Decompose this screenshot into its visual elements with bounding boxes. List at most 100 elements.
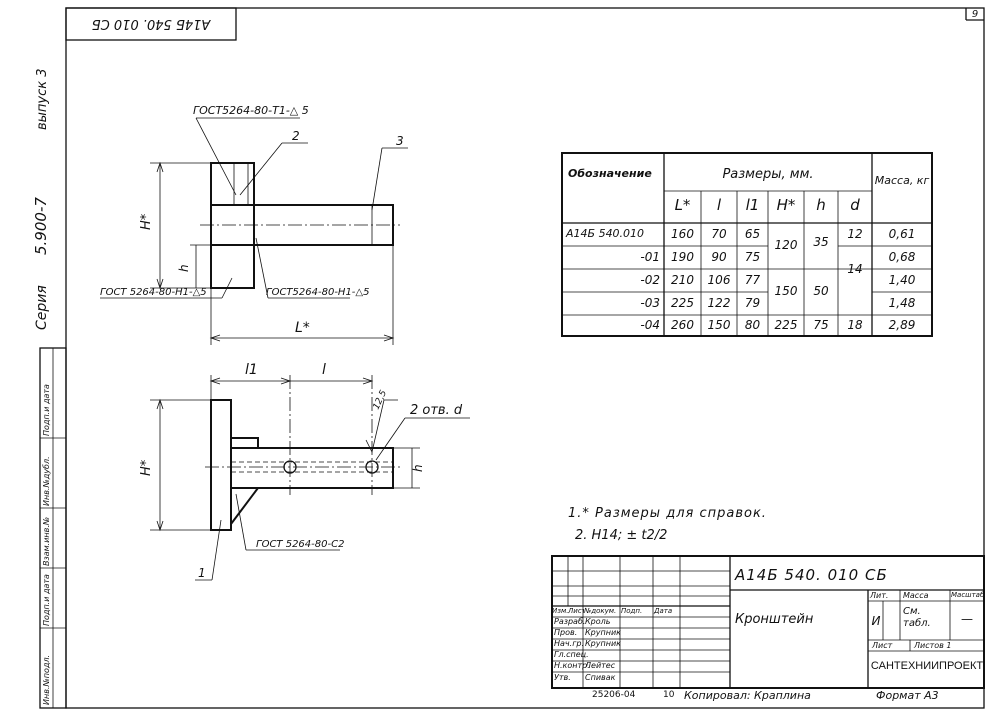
merged-h-c: 75 — [813, 318, 829, 332]
top-stamp-box — [65, 7, 237, 41]
dim-l1: l1 — [245, 362, 258, 378]
tb-role-1: Пров. — [554, 628, 578, 637]
side-field-4: Инв.№дубл. — [42, 456, 51, 506]
tb-role-0: Разраб. — [554, 617, 586, 626]
merged-H-a: 120 — [774, 238, 798, 252]
tb-name-5: Спивак — [585, 673, 616, 682]
th-h: h — [816, 196, 826, 214]
dim-H-top: Н* — [139, 213, 154, 230]
page-number: 9 — [972, 9, 978, 20]
merged-d-a: 12 — [847, 227, 863, 241]
merged-d-c: 18 — [847, 318, 863, 332]
tb-name: Кронштейн — [735, 612, 814, 627]
row-0-mass: 0,61 — [888, 227, 916, 241]
callout-2: 2 — [292, 129, 300, 143]
row-0-L: 160 — [671, 227, 694, 241]
merged-d-b: 14 — [847, 262, 863, 276]
side-field-5: Подп.и дата — [42, 384, 51, 436]
tb-org: САНТЕХНИИПРОЕКТ — [870, 660, 984, 672]
dim-h-top: h — [177, 264, 191, 272]
note-2: 2. Н14; ± t2/2 — [575, 528, 668, 543]
row-1-code: -01 — [640, 250, 660, 264]
dim-h-bottom: h — [411, 464, 425, 472]
row-4-code: -04 — [640, 318, 660, 332]
tb-mass-val: См. табл. — [903, 606, 931, 629]
tb-name-1: Крупник — [585, 628, 621, 637]
merged-h-a: 35 — [813, 235, 829, 249]
tb-code: А14Б 540. 010 СБ — [735, 566, 888, 584]
callout-1: 1 — [198, 566, 206, 580]
dim-l: l — [322, 362, 326, 378]
hole-1 — [283, 460, 297, 474]
title-block — [551, 555, 985, 689]
tb-lit: Лит. — [870, 591, 889, 600]
footer-format: Формат А3 — [876, 689, 939, 702]
tb-name-0: Кроль — [585, 617, 611, 626]
row-1-l: 90 — [711, 250, 727, 264]
callout-3: 3 — [396, 134, 404, 148]
series-label: Серия — [34, 285, 50, 330]
tb-col-2: Лист — [568, 607, 584, 615]
row-3-l1: 79 — [744, 296, 761, 310]
tb-col-5: Дата — [654, 607, 673, 615]
th-mass: Масса, кг — [875, 174, 930, 187]
footer-sub: 10 — [663, 690, 675, 700]
tb-scale: Масштаб — [951, 591, 983, 599]
merged-h-b: 50 — [813, 284, 829, 298]
merged-H-c: 225 — [774, 318, 798, 332]
tb-sheets: Листов 1 — [914, 641, 952, 650]
th-l: l — [716, 196, 722, 214]
tb-scale-val: — — [961, 612, 973, 626]
top-stamp-text: А14Б 540. 010 СБ — [92, 16, 212, 31]
row-3-code: -03 — [640, 296, 660, 310]
row-1-mass: 0,68 — [888, 250, 916, 264]
row-1-l1: 75 — [744, 250, 761, 264]
row-3-mass: 1,48 — [888, 296, 916, 310]
holes-label: 2 отв. d — [410, 403, 463, 418]
row-4-l: 150 — [707, 318, 731, 332]
dimensions-table: Обозначение Размеры, мм. Масса, кг — [561, 152, 933, 337]
row-2-mass: 1,40 — [888, 273, 916, 287]
row-1-L: 190 — [671, 250, 694, 264]
row-3-L: 225 — [671, 296, 694, 310]
hole-2 — [365, 460, 379, 474]
dim-L: L* — [295, 320, 310, 336]
th-l1: l1 — [745, 196, 760, 214]
side-field-2: Подп.и дата — [42, 574, 51, 626]
tb-role-2: Нач.гр. — [554, 639, 585, 648]
footer-copied: Копировал: Краплина — [684, 689, 811, 702]
tb-name-4: Лейтес — [585, 661, 616, 670]
dim-H-bottom: Н* — [139, 459, 154, 476]
weld-label-left: ГОСТ 5264-80-Н1-△5 — [100, 287, 207, 298]
bottom-view: l1 l 12,5 2 отв. d Н* h ГОСТ 5264-80-С2 … — [139, 362, 470, 581]
tb-role-3: Гл.спец. — [554, 650, 589, 659]
weld-label-mid: ГОСТ5264-80-Н1-△5 — [266, 287, 369, 298]
th-designation: Обозначение — [568, 167, 652, 180]
tb-sheet: Лист — [872, 641, 893, 650]
tb-mass: Масса — [903, 591, 929, 600]
note-1: 1.* Размеры для справок. — [568, 506, 767, 521]
row-4-L: 260 — [671, 318, 694, 332]
issue-label: выпуск 3 — [35, 68, 50, 130]
bar-side — [230, 447, 394, 489]
tb-col-4: Подп. — [621, 607, 643, 615]
row-0-l: 70 — [711, 227, 727, 241]
th-H: H* — [776, 196, 796, 214]
footer-num: 25206-04 — [592, 690, 636, 700]
weld-label-top: ГОСТ5264-80-Т1-△ 5 — [193, 104, 309, 117]
top-view: ГОСТ5264-80-Т1-△ 5 2 3 Н* h ГОСТ 5264-80… — [100, 104, 408, 345]
tb-col-3: №докум. — [584, 607, 617, 615]
th-d: d — [850, 196, 860, 214]
row-2-code: -02 — [640, 273, 660, 287]
series-value: 5.900-7 — [32, 197, 50, 255]
row-2-l1: 77 — [744, 273, 761, 287]
row-4-mass: 2,89 — [888, 318, 916, 332]
row-4-l1: 80 — [744, 318, 761, 332]
side-field-1: Инв.№подл. — [42, 655, 51, 705]
tb-name-2: Крупник — [585, 639, 621, 648]
row-0-code: А14Б 540.010 — [566, 227, 645, 240]
th-dims: Размеры, мм. — [722, 167, 813, 182]
